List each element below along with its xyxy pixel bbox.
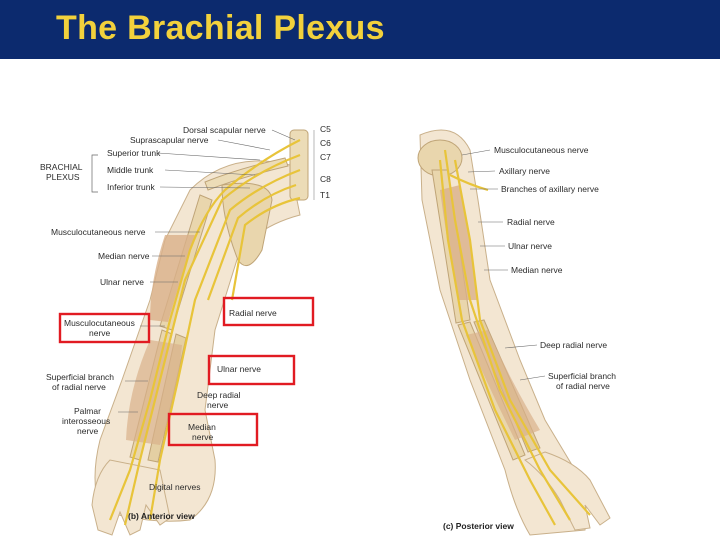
label-suprascapular-nerve: Suprascapular nerve	[130, 135, 209, 145]
root-label-c7: C7	[320, 152, 331, 162]
posterior-arm-illustration	[417, 129, 611, 536]
posterior-labels: Musculocutaneous nerve Axillary nerve Br…	[443, 145, 616, 531]
plexus-bracket	[91, 154, 98, 193]
label-median-lower-1: Median	[188, 422, 216, 432]
label-musculocutaneous-lower-1: Musculocutaneous	[64, 318, 135, 328]
anterior-arm-illustration	[91, 129, 309, 536]
label-palmar-3: nerve	[77, 426, 99, 436]
label-post-deep-radial: Deep radial nerve	[540, 340, 607, 350]
label-post-superficial-1: Superficial branch	[548, 371, 616, 381]
label-deep-radial-2: nerve	[207, 400, 229, 410]
label-dorsal-scapular-nerve: Dorsal scapular nerve	[183, 125, 266, 135]
label-post-ulnar: Ulnar nerve	[508, 241, 552, 251]
anterior-nerves	[108, 139, 301, 526]
label-post-radial: Radial nerve	[507, 217, 555, 227]
label-post-musculocutaneous: Musculocutaneous nerve	[494, 145, 589, 155]
anterior-labels: Dorsal scapular nerve Suprascapular nerv…	[40, 124, 331, 521]
label-musculocutaneous-nerve-upper: Musculocutaneous nerve	[51, 227, 146, 237]
posterior-view-caption: (c) Posterior view	[443, 521, 514, 531]
label-ulnar-nerve-lower: Ulnar nerve	[217, 364, 261, 374]
label-post-axillary: Axillary nerve	[499, 166, 550, 176]
label-post-median: Median nerve	[511, 265, 563, 275]
label-median-nerve-upper: Median nerve	[98, 251, 150, 261]
label-musculocutaneous-lower-2: nerve	[89, 328, 111, 338]
label-radial-nerve: Radial nerve	[229, 308, 277, 318]
label-palmar-2: interosseous	[62, 416, 110, 426]
label-inferior-trunk: Inferior trunk	[107, 182, 155, 192]
label-middle-trunk: Middle trunk	[107, 165, 154, 175]
anterior-view-caption: (b) Anterior view	[128, 511, 195, 521]
label-median-lower-2: nerve	[192, 432, 214, 442]
root-label-c5: C5	[320, 124, 331, 134]
label-palmar-1: Palmar	[74, 406, 101, 416]
root-label-c8: C8	[320, 174, 331, 184]
slide-title: The Brachial Plexus	[56, 9, 385, 47]
leader-lines	[118, 129, 546, 413]
highlight-box-musculocutaneous	[58, 312, 151, 344]
label-superficial-branch-2: of radial nerve	[52, 382, 106, 392]
highlight-box-median	[167, 412, 259, 447]
label-brachial-plexus-line1: BRACHIAL	[40, 162, 83, 172]
highlight-box-radial	[222, 296, 315, 327]
root-label-t1: T1	[320, 190, 330, 200]
label-digital-nerves: Digital nerves	[149, 482, 201, 492]
posterior-nerves	[438, 149, 591, 526]
label-superficial-branch-1: Superficial branch	[46, 372, 114, 382]
label-post-superficial-2: of radial nerve	[556, 381, 610, 391]
title-bar: The Brachial Plexus	[0, 0, 720, 59]
label-ulnar-nerve-upper: Ulnar nerve	[100, 277, 144, 287]
highlight-box-ulnar	[207, 354, 296, 386]
label-post-branches-axillary: Branches of axillary nerve	[501, 184, 599, 194]
root-label-c6: C6	[320, 138, 331, 148]
label-deep-radial-1: Deep radial	[197, 390, 241, 400]
label-superior-trunk: Superior trunk	[107, 148, 161, 158]
label-brachial-plexus-line2: PLEXUS	[46, 172, 80, 182]
